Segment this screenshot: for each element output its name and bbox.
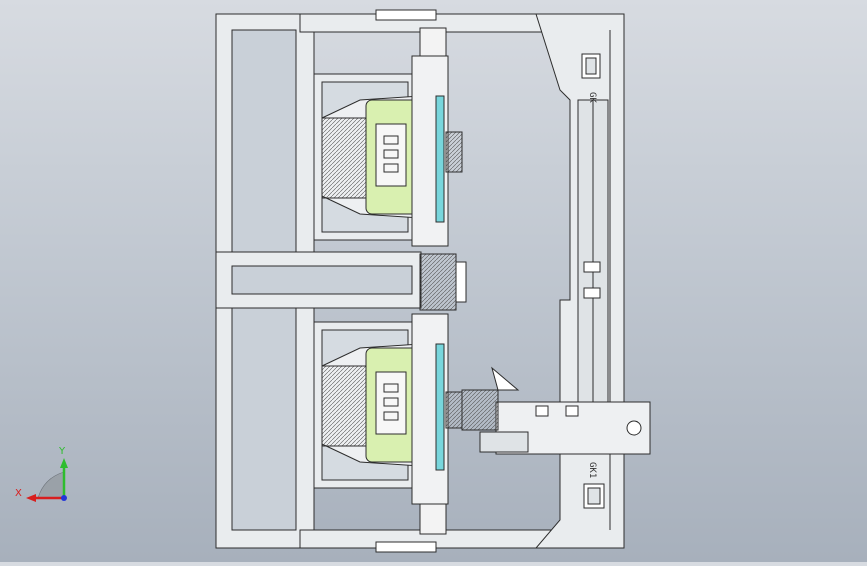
- crossbeam-window: [231, 265, 413, 295]
- control-box-top-screen: [585, 57, 597, 75]
- machine-frame: [215, 13, 625, 549]
- z-axis-dot: [61, 495, 67, 501]
- bottom-roller-bracket: [419, 503, 447, 535]
- top-roller-bracket: [419, 27, 447, 59]
- upper-mechanism-detail: [321, 117, 367, 199]
- carriage-pivot: [626, 420, 642, 436]
- triad-plane: [37, 471, 65, 499]
- control-box-bottom: [583, 483, 605, 509]
- rail-block-2: [583, 287, 601, 299]
- rail-clamps: [375, 9, 447, 553]
- carriage-brace: [491, 366, 520, 391]
- y-axis-arrow: [60, 458, 68, 468]
- carriage-motor: [461, 389, 499, 431]
- x-axis-arrow: [26, 494, 36, 502]
- top-clamp: [375, 9, 437, 21]
- upper-module-panel: [375, 123, 407, 187]
- carriage-sensor: [535, 405, 549, 417]
- device-label-gk1: GK1: [587, 462, 597, 478]
- lower-panel-slot-1: [383, 383, 399, 393]
- x-axis-label: X: [15, 488, 22, 499]
- lower-panel-slot-3: [383, 411, 399, 421]
- lower-mechanism-detail: [321, 365, 367, 447]
- upper-panel-slot-1: [383, 135, 399, 145]
- bottom-clamp: [375, 541, 437, 553]
- carriage-actuator: [479, 431, 529, 453]
- device-label-gk: GK: [587, 92, 597, 103]
- gantry-carriage: [461, 366, 651, 455]
- lower-station: [313, 313, 463, 505]
- lower-panel-slot-2: [383, 397, 399, 407]
- upper-side-gearbox: [445, 131, 463, 173]
- upper-station: [313, 55, 463, 247]
- lower-cyan-bar: [435, 343, 445, 471]
- control-box-bottom-screen: [587, 487, 601, 505]
- coupling-cap: [455, 261, 467, 303]
- upper-panel-slot-3: [383, 163, 399, 173]
- carriage-switch: [565, 405, 579, 417]
- coordinate-triad: Y X: [15, 446, 68, 502]
- control-box-top: [581, 53, 601, 79]
- coupling-body: [419, 253, 457, 311]
- lower-side-gearbox: [445, 391, 463, 429]
- left-frame-window-bottom: [231, 307, 297, 531]
- lower-module-panel: [375, 371, 407, 435]
- upper-panel-slot-2: [383, 149, 399, 159]
- center-coupling: [419, 253, 467, 311]
- left-frame-window-top: [231, 29, 297, 253]
- rail-block-1: [583, 261, 601, 273]
- y-axis-label: Y: [58, 446, 66, 457]
- upper-cyan-bar: [435, 95, 445, 223]
